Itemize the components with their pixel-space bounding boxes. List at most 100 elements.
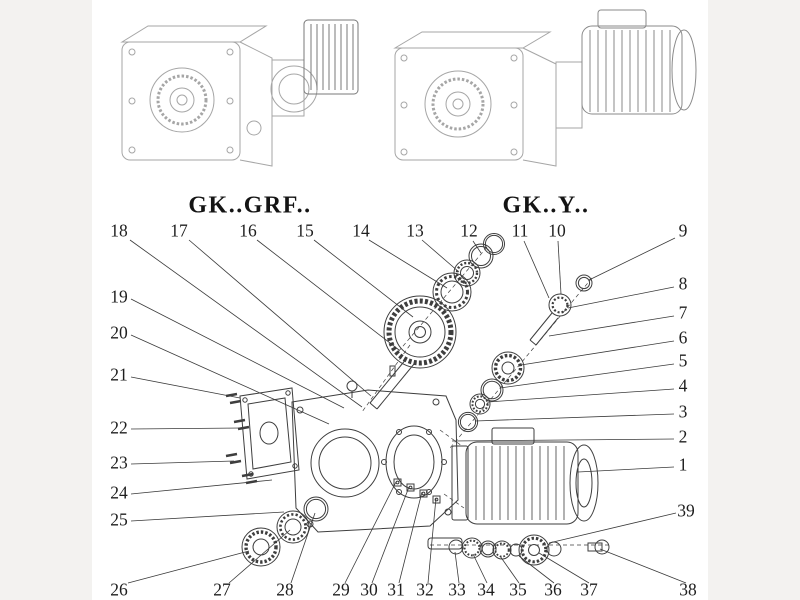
leader-line-6 — [520, 340, 675, 366]
callout-37: 37 — [580, 579, 598, 600]
leader-line-17 — [188, 239, 372, 397]
leader-line-38 — [599, 548, 687, 584]
model-label-gk-grf: GK..GRF.. — [188, 192, 312, 219]
callout-9: 9 — [678, 220, 688, 241]
leader-line-39 — [548, 512, 677, 544]
leader-line-27 — [228, 529, 291, 584]
leader-line-13 — [421, 239, 460, 273]
callout-22: 22 — [110, 417, 128, 438]
model-label-gk-y: GK..Y.. — [502, 192, 590, 219]
bearing-4 — [469, 393, 491, 415]
leader-line-32 — [427, 497, 437, 584]
callout-7: 7 — [678, 302, 688, 323]
retaining-ring-9 — [575, 274, 593, 292]
washer-5 — [480, 378, 504, 402]
leader-line-15 — [313, 239, 414, 318]
leader-line-3 — [474, 413, 675, 422]
leader-line-9 — [588, 237, 676, 281]
drawing-paper — [92, 0, 708, 600]
callout-3: 3 — [678, 401, 688, 422]
leader-line-37 — [538, 552, 590, 584]
ring-3 — [457, 411, 479, 433]
callout-6: 6 — [678, 327, 688, 348]
motor — [451, 427, 610, 555]
leader-line-30 — [371, 486, 410, 584]
leader-line-4 — [487, 388, 675, 403]
leader-line-2 — [451, 438, 675, 442]
leader-line-12 — [472, 240, 482, 254]
callout-24: 24 — [110, 482, 128, 503]
callout-8: 8 — [678, 273, 688, 294]
leader-line-5 — [499, 363, 675, 389]
snap-ring — [483, 233, 505, 255]
input-shaft — [369, 357, 415, 410]
callout-15: 15 — [296, 220, 314, 241]
callout-11: 11 — [511, 220, 529, 241]
callout-28: 28 — [276, 579, 294, 600]
callout-5: 5 — [678, 350, 688, 371]
callout-30: 30 — [360, 579, 378, 600]
leader-line-18 — [129, 239, 363, 408]
callout-13: 13 — [406, 220, 424, 241]
leader-line-19 — [130, 298, 345, 409]
lower-bearing — [276, 510, 310, 544]
main-gear — [383, 295, 457, 369]
callout-31: 31 — [387, 579, 405, 600]
cover-plate — [239, 387, 300, 480]
gear-housing — [291, 380, 459, 533]
flange-bolts — [393, 478, 441, 504]
leader-line-21 — [130, 376, 241, 399]
pinion-gear — [491, 351, 525, 385]
leader-line-8 — [567, 286, 675, 309]
leader-line-31 — [398, 491, 423, 584]
callout-18: 18 — [110, 220, 128, 241]
leader-line-26 — [127, 550, 250, 584]
callout-12: 12 — [460, 220, 478, 241]
upper-bearing-race — [453, 259, 481, 287]
leader-line-25 — [130, 511, 285, 522]
callout-33: 33 — [448, 579, 466, 600]
callout-2: 2 — [678, 426, 688, 447]
output-shaft-assembly — [427, 534, 562, 566]
leader-line-1 — [577, 466, 675, 473]
callout-19: 19 — [110, 286, 128, 307]
callout-35: 35 — [509, 579, 527, 600]
callout-27: 27 — [213, 579, 231, 600]
leader-line-20 — [130, 334, 330, 425]
callout-25: 25 — [110, 509, 128, 530]
callout-21: 21 — [110, 364, 128, 385]
leader-line-35 — [499, 555, 520, 584]
callout-34: 34 — [477, 579, 495, 600]
leader-line-36 — [518, 555, 555, 584]
leader-line-24 — [130, 479, 273, 495]
callout-36: 36 — [544, 579, 562, 600]
callout-20: 20 — [110, 322, 128, 343]
leader-line-29 — [344, 481, 397, 584]
seal-ring — [468, 243, 494, 269]
upper-bearing — [432, 272, 472, 312]
callout-38: 38 — [679, 579, 697, 600]
leader-line-28 — [290, 512, 316, 584]
pinion-shaft — [529, 293, 572, 346]
callout-10: 10 — [548, 220, 566, 241]
callout-14: 14 — [352, 220, 370, 241]
callout-17: 17 — [170, 220, 188, 241]
leader-line-22 — [130, 427, 243, 430]
leader-line-10 — [557, 240, 562, 295]
callout-39: 39 — [677, 500, 695, 521]
leader-line-11 — [523, 240, 550, 299]
leader-line-34 — [472, 553, 488, 584]
leader-line-16 — [256, 239, 400, 351]
callout-32: 32 — [416, 579, 434, 600]
callout-29: 29 — [332, 579, 350, 600]
figure-gk-y-drawing — [393, 9, 697, 167]
figure-gk-grf-drawing — [120, 19, 359, 167]
mounting-screws — [225, 392, 258, 485]
callout-4: 4 — [678, 375, 688, 396]
leader-line-33 — [454, 551, 460, 584]
callout-23: 23 — [110, 452, 128, 473]
leader-line-23 — [130, 460, 235, 465]
